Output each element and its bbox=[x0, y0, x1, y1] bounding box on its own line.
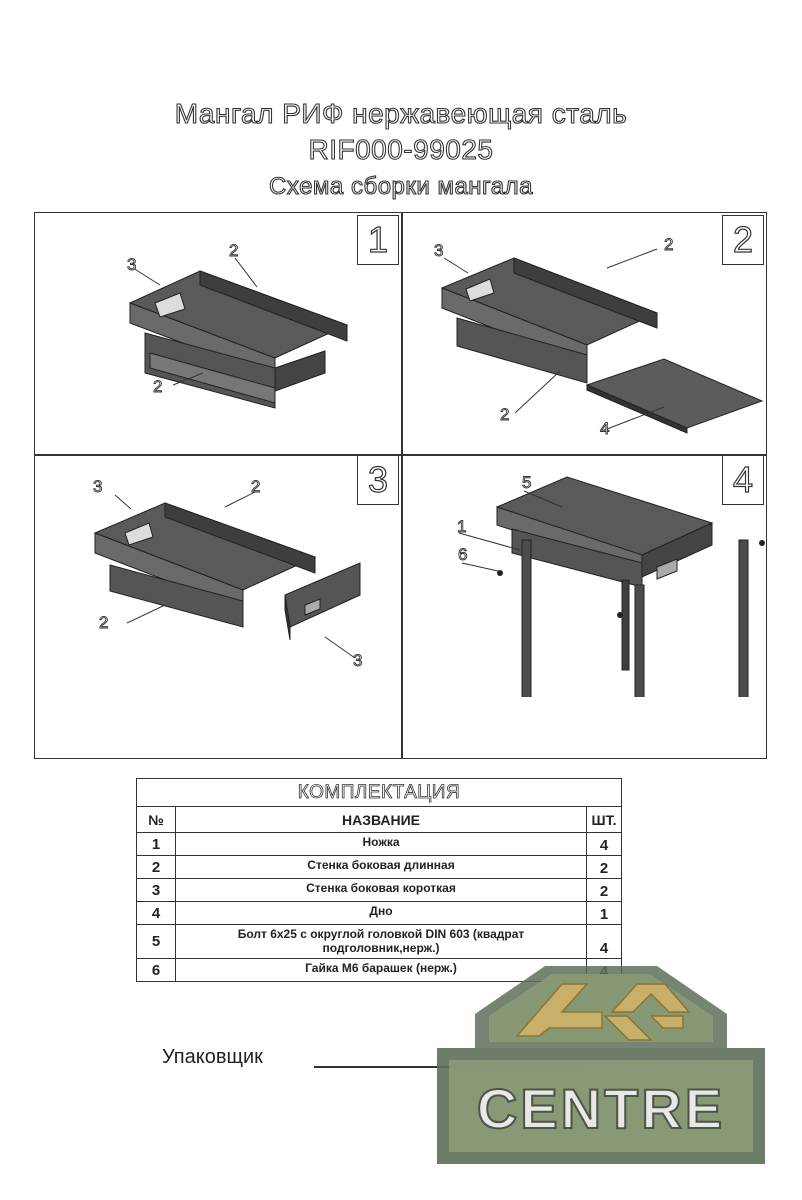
assembly-diagram-grid: 1 3 2 2 2 bbox=[34, 212, 767, 759]
callout-part-2: 2 bbox=[153, 377, 163, 397]
part-number: 5 bbox=[136, 924, 176, 959]
step-2-illustration bbox=[440, 248, 764, 434]
part-number: 3 bbox=[136, 878, 176, 902]
part-name: Гайка М6 барашек (нерж.) bbox=[175, 958, 587, 982]
table-row: 4 Дно 1 bbox=[136, 901, 622, 925]
part-number: 2 bbox=[136, 855, 176, 879]
callout-part-6: 6 bbox=[458, 545, 468, 565]
logo-text: CENTRE bbox=[477, 1077, 725, 1140]
part-name: Стенка боковая короткая bbox=[175, 878, 587, 902]
part-quantity: 2 bbox=[586, 878, 622, 902]
part-name: Болт 6х25 с округлой головкой DIN 603 (к… bbox=[175, 924, 587, 959]
column-header-num: № bbox=[136, 806, 176, 833]
step-1-illustration bbox=[128, 257, 349, 409]
assembly-step-3: 3 3 2 2 3 bbox=[35, 455, 401, 697]
step-4-illustration bbox=[458, 476, 765, 697]
callout-part-3: 3 bbox=[93, 477, 103, 497]
grid-divider-horizontal bbox=[35, 454, 766, 456]
table-row: 5 Болт 6х25 с округлой головкой DIN 603 … bbox=[136, 924, 622, 959]
callout-part-2: 2 bbox=[500, 405, 510, 425]
table-row: 2 Стенка боковая длинная 2 bbox=[136, 855, 622, 879]
column-header-qty: ШТ. bbox=[586, 806, 622, 833]
part-quantity: 4 bbox=[586, 832, 622, 856]
callout-part-3: 3 bbox=[127, 255, 137, 275]
parts-list-table: КОМПЛЕКТАЦИЯ № НАЗВАНИЕ ШТ. 1 Ножка 4 2 … bbox=[136, 778, 622, 982]
callout-part-5: 5 bbox=[522, 473, 532, 493]
callout-part-3: 3 bbox=[353, 651, 363, 671]
part-name: Дно bbox=[175, 901, 587, 925]
table-caption: КОМПЛЕКТАЦИЯ bbox=[136, 778, 622, 807]
step-number: 3 bbox=[357, 455, 399, 505]
table-row: 1 Ножка 4 bbox=[136, 832, 622, 856]
part-quantity: 2 bbox=[586, 855, 622, 879]
callout-part-2: 2 bbox=[229, 241, 239, 261]
callout-part-2: 2 bbox=[251, 477, 261, 497]
step-number: 1 bbox=[357, 215, 399, 265]
assembly-step-1: 1 3 2 2 bbox=[35, 213, 401, 455]
callout-part-2: 2 bbox=[664, 235, 674, 255]
callout-part-3: 3 bbox=[434, 241, 444, 261]
packer-signature-label: Упаковщик bbox=[162, 1046, 263, 1068]
part-name: Ножка bbox=[175, 832, 587, 856]
part-name: Стенка боковая длинная bbox=[175, 855, 587, 879]
callout-part-1: 1 bbox=[457, 517, 467, 537]
document-subtitle: Схема сборки мангала bbox=[268, 172, 533, 200]
callout-part-4: 4 bbox=[600, 419, 610, 439]
part-number: 6 bbox=[136, 958, 176, 982]
callout-part-2: 2 bbox=[99, 613, 109, 633]
column-header-name: НАЗВАНИЕ bbox=[175, 806, 587, 833]
part-quantity: 1 bbox=[586, 901, 622, 925]
model-code: RIF000-99025 bbox=[308, 133, 494, 165]
part-quantity: 4 bbox=[586, 924, 622, 959]
step-number: 2 bbox=[722, 215, 764, 265]
assembly-step-2: 2 3 2 2 4 bbox=[402, 213, 768, 455]
part-number: 1 bbox=[136, 832, 176, 856]
grid-divider-vertical bbox=[401, 213, 403, 758]
centre-logo: CENTRE bbox=[437, 966, 765, 1164]
document-title: Мангал РИФ нержавеющая сталь bbox=[174, 97, 628, 129]
assembly-step-4: 4 5 1 bbox=[402, 455, 768, 697]
table-row: 3 Стенка боковая короткая 2 bbox=[136, 878, 622, 902]
step-3-illustration bbox=[93, 490, 361, 659]
part-number: 4 bbox=[136, 901, 176, 925]
step-number: 4 bbox=[722, 455, 764, 505]
